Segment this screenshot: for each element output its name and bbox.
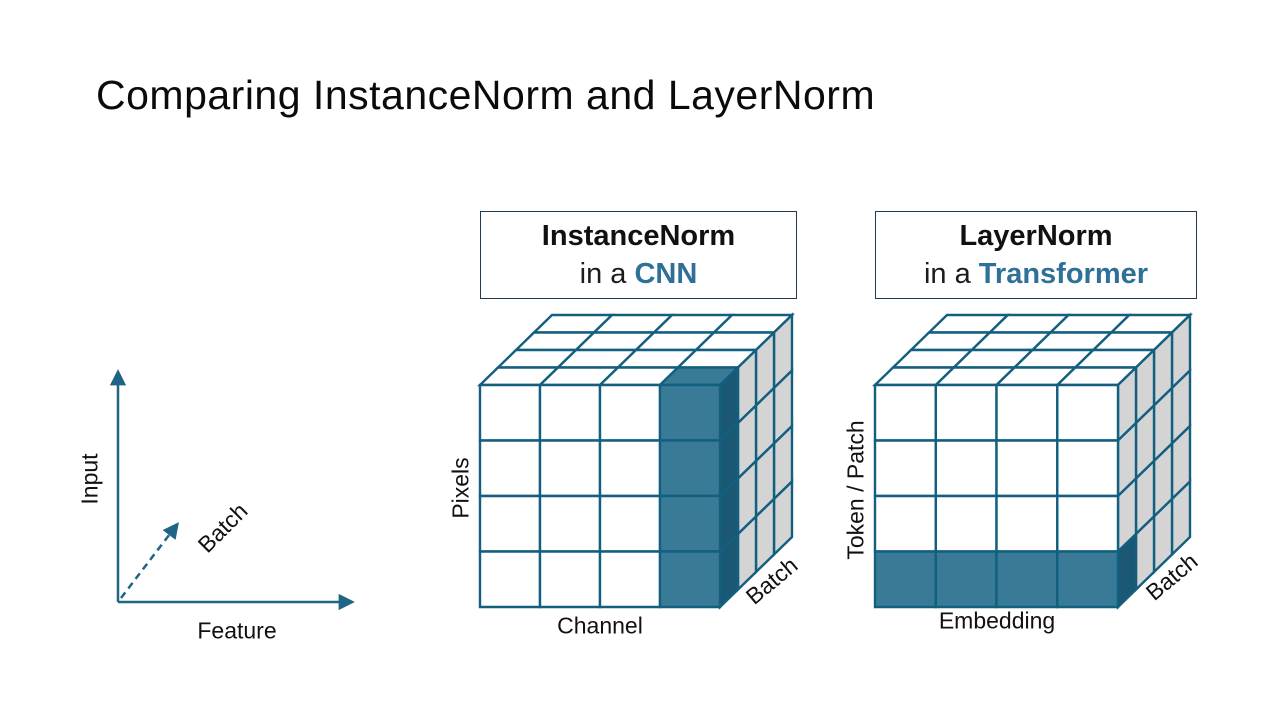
cube-cell: [538, 550, 602, 609]
layernorm-subtitle-prefix: in a: [923, 258, 979, 290]
layernorm-cube: [872, 312, 1193, 610]
cube-cell: [995, 439, 1059, 498]
cube-cell: [478, 439, 542, 498]
cube-cell: [934, 550, 998, 609]
input-feature-batch-axes: [109, 369, 355, 611]
token-patch-label: Token / Patch: [842, 420, 869, 560]
cube-cell: [598, 383, 662, 442]
layernorm-subtitle-accent: Transformer: [978, 258, 1149, 290]
embedding-label: Embedding: [938, 607, 1056, 634]
cube-cell: [934, 494, 998, 553]
layernorm-subtitle: in a Transformer: [924, 255, 1148, 293]
instancenorm-subtitle-accent: CNN: [634, 258, 698, 290]
cube-cell: [873, 383, 937, 442]
instancenorm-cube: [477, 312, 795, 610]
cube-cell: [934, 383, 998, 442]
cube-cell: [995, 494, 1059, 553]
cube-cell: [995, 550, 1059, 609]
cube-cell: [873, 439, 937, 498]
input-axis-label: Input: [76, 453, 103, 505]
cube-cell: [873, 550, 937, 609]
cube-cell: [538, 494, 602, 553]
cube-cell: [598, 439, 662, 498]
cube-cell: [598, 494, 662, 553]
cube-cell: [1056, 383, 1120, 442]
instancenorm-title: InstanceNorm: [541, 220, 736, 252]
cube-cell: [478, 494, 542, 553]
layernorm-header-box: LayerNorm in a Transformer: [875, 211, 1197, 299]
cube-cell: [873, 494, 937, 553]
batch-diagonal-arrow: [120, 522, 179, 599]
cube-cell: [658, 550, 722, 609]
feature-axis-label: Feature: [197, 617, 277, 644]
cube-cell: [538, 439, 602, 498]
cube-cell: [995, 383, 1059, 442]
instancenorm-header-box: InstanceNorm in a CNN: [480, 211, 797, 299]
cube-cell: [1056, 439, 1120, 498]
cube-cell: [538, 383, 602, 442]
instancenorm-subtitle: in a CNN: [580, 255, 698, 293]
slide-title: Comparing InstanceNorm and LayerNorm: [96, 72, 876, 118]
cube-cell: [1056, 550, 1120, 609]
cube-cell: [934, 439, 998, 498]
cube-cell: [478, 550, 542, 609]
instancenorm-subtitle-prefix: in a: [579, 258, 635, 290]
cube-cell: [658, 494, 722, 553]
cube-cell: [658, 383, 722, 442]
cube-cell: [598, 550, 662, 609]
cube-cell: [1056, 494, 1120, 553]
cube-cell: [658, 439, 722, 498]
pixels-label: Pixels: [447, 457, 474, 519]
channel-label: Channel: [557, 612, 643, 639]
cube-cell: [478, 383, 542, 442]
layernorm-title: LayerNorm: [959, 220, 1113, 252]
